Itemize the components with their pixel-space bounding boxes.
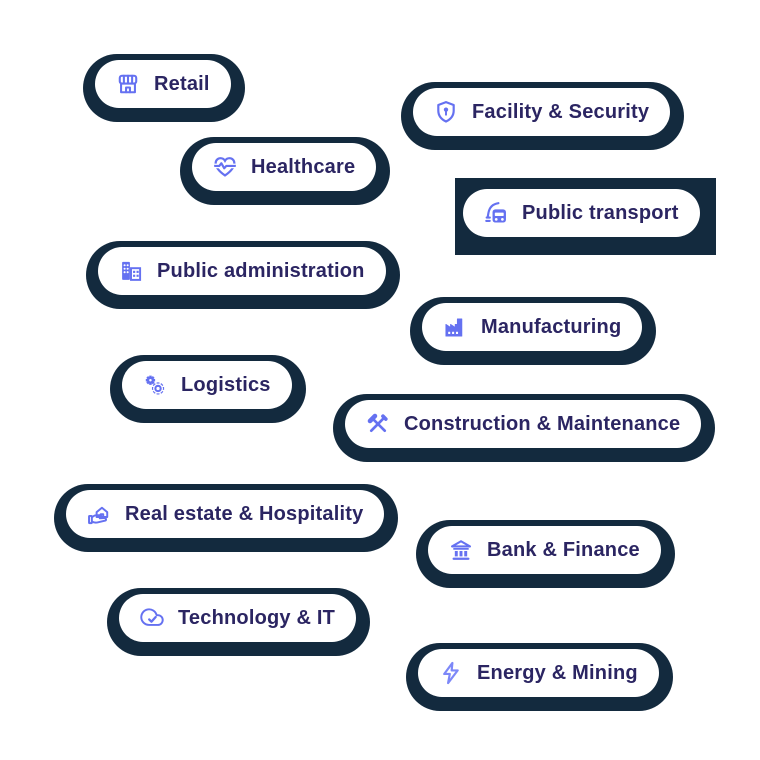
chip-healthcare[interactable]: Healthcare bbox=[180, 137, 391, 205]
chip-retail[interactable]: Retail bbox=[83, 54, 245, 122]
chip-label: Healthcare bbox=[251, 155, 356, 178]
heart-pulse-icon bbox=[213, 157, 237, 177]
building-icon bbox=[122, 261, 142, 281]
chip-manufacturing[interactable]: Manufacturing bbox=[410, 297, 657, 365]
chip-facility-security[interactable]: Facility & Security bbox=[401, 82, 685, 150]
chip-construction-maintenance[interactable]: Construction & Maintenance bbox=[333, 394, 716, 462]
chip-technology-it[interactable]: Technology & IT bbox=[107, 588, 371, 656]
store-icon bbox=[118, 74, 138, 94]
chip-label: Facility & Security bbox=[472, 100, 650, 123]
chip-label: Manufacturing bbox=[481, 315, 622, 338]
chip-public-transport[interactable]: Public transport bbox=[455, 178, 716, 255]
chip-label: Construction & Maintenance bbox=[404, 412, 681, 435]
chip-label: Real estate & Hospitality bbox=[125, 502, 364, 525]
shield-lock-icon bbox=[437, 101, 455, 123]
chip-label: Logistics bbox=[181, 373, 271, 396]
hand-house-icon bbox=[88, 506, 109, 525]
chip-label: Energy & Mining bbox=[477, 661, 638, 684]
bolt-icon bbox=[443, 661, 459, 685]
gears-icon bbox=[145, 375, 165, 395]
chip-bank-finance[interactable]: Bank & Finance bbox=[416, 520, 675, 588]
cloud-check-icon bbox=[140, 608, 164, 626]
tools-icon bbox=[367, 413, 388, 433]
chip-label: Technology & IT bbox=[178, 606, 336, 629]
factory-icon bbox=[445, 318, 463, 337]
tram-icon bbox=[485, 202, 506, 223]
chip-logistics[interactable]: Logistics bbox=[110, 355, 306, 423]
chip-public-administration[interactable]: Public administration bbox=[86, 241, 400, 309]
chip-label: Public administration bbox=[157, 259, 365, 282]
chip-energy-mining[interactable]: Energy & Mining bbox=[406, 643, 673, 711]
bank-icon bbox=[450, 540, 472, 560]
chip-label: Bank & Finance bbox=[487, 538, 640, 561]
chip-real-estate-hospitality[interactable]: Real estate & Hospitality bbox=[54, 484, 399, 552]
chip-label: Retail bbox=[154, 72, 210, 95]
chip-label: Public transport bbox=[522, 201, 679, 224]
